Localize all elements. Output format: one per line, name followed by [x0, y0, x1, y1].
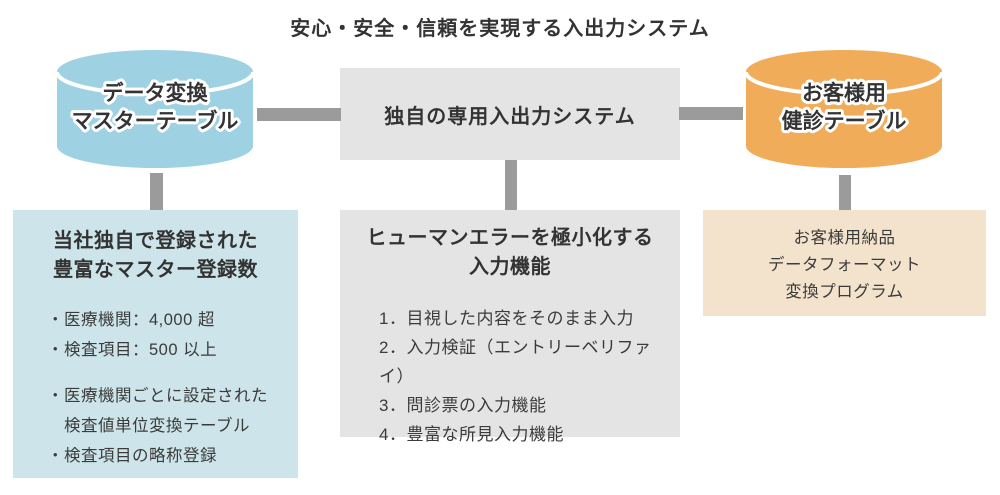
master-detail-box: 当社独自で登録された 豊富なマスター登録数 ・医療機関：4,000 超 ・検査項…	[13, 210, 298, 478]
input-features-heading-line2: 入力機能	[469, 256, 551, 278]
cylinder-top-rim	[746, 71, 942, 96]
list-item: ・医療機関ごとに設定された	[47, 387, 268, 405]
delivery-program-box: お客様用納品 データフォーマット 変換プログラム	[703, 210, 986, 316]
list-item: ・検査項目の略称登録	[47, 447, 217, 465]
master-table-label-line1: データ変換	[103, 81, 209, 105]
master-detail-heading-line1: 当社独自で登録された	[53, 230, 258, 252]
input-features-list: 1．目視した内容をそのまま入力 2．入力検証（エントリーベリファイ） 3．問診票…	[354, 304, 666, 449]
cylinder-body	[746, 50, 942, 168]
input-features-box: ヒューマンエラーを極小化する 入力機能 1．目視した内容をそのまま入力 2．入力…	[340, 210, 680, 444]
list-gap	[47, 365, 280, 381]
list-item: ・医療機関：4,000 超	[47, 311, 215, 329]
input-features-heading: ヒューマンエラーを極小化する 入力機能	[354, 224, 666, 282]
master-table-label-line2: マスターテーブル	[72, 109, 239, 133]
master-detail-heading: 当社独自で登録された 豊富なマスター登録数	[31, 227, 280, 285]
connector-system-vertical	[505, 160, 517, 211]
master-table-database-icon: データ変換 マスターテーブル	[57, 50, 253, 168]
cylinder-body	[57, 50, 253, 168]
list-item: 1．目視した内容をそのまま入力	[379, 309, 634, 328]
cylinder-top-rim	[57, 71, 253, 96]
connector-master-to-system	[257, 108, 341, 121]
list-item: 4．豊富な所見入力機能	[379, 425, 564, 444]
connector-master-vertical	[150, 173, 163, 211]
list-item: 2．入力検証（エントリーベリファイ）	[379, 338, 652, 386]
customer-table-label-line1: お客様用	[802, 81, 886, 105]
delivery-line: データフォーマット	[768, 256, 921, 274]
list-item: ・検査項目：500 以上	[47, 341, 218, 359]
delivery-line: 変換プログラム	[785, 283, 904, 301]
connector-system-to-customer	[679, 107, 743, 120]
list-item: 3．問診票の入力機能	[379, 396, 547, 415]
master-detail-heading-line2: 豊富なマスター登録数	[53, 259, 258, 281]
input-features-heading-line1: ヒューマンエラーを極小化する	[366, 227, 654, 249]
master-detail-list: ・医療機関：4,000 超 ・検査項目：500 以上 ・医療機関ごとに設定された…	[31, 305, 280, 471]
customer-table-label-line2: 健診テーブル	[782, 109, 907, 133]
customer-table-database-icon: お客様用 健診テーブル	[746, 50, 942, 168]
connector-customer-vertical	[839, 175, 851, 211]
system-box-label: 独自の専用入出力システム	[384, 105, 636, 128]
delivery-line: お客様用納品	[793, 229, 896, 247]
system-box: 独自の専用入出力システム	[340, 68, 680, 160]
diagram-title: 安心・安全・信頼を実現する入出力システム	[290, 18, 710, 40]
list-item-continuation: 検査値単位変換テーブル	[64, 417, 251, 435]
